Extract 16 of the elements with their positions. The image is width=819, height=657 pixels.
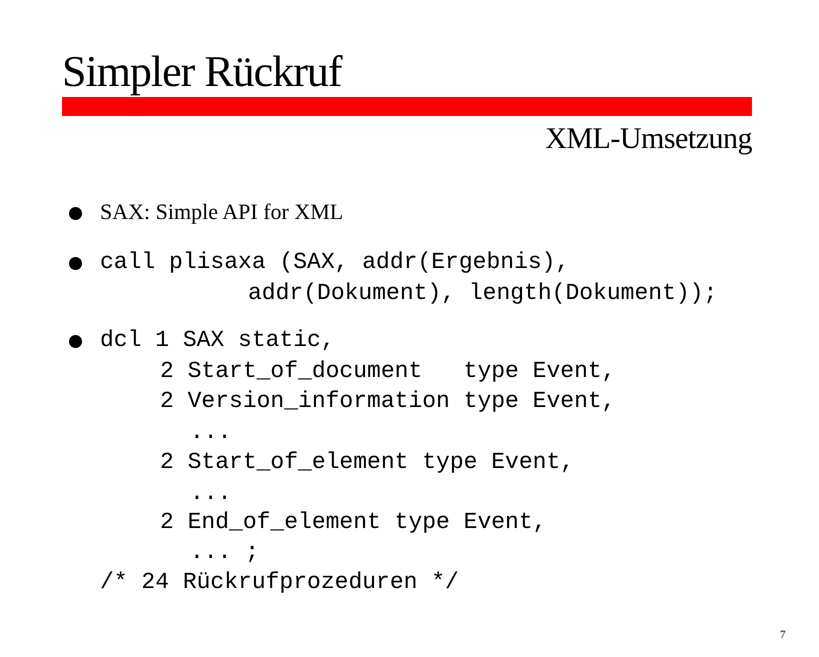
code-line: /* 24 Rückrufprozeduren */ bbox=[100, 571, 459, 594]
subtitle: XML-Umsetzung bbox=[545, 124, 752, 154]
code-line: call plisaxa (SAX, addr(Ergebnis), bbox=[100, 251, 570, 274]
title-bar bbox=[62, 97, 752, 116]
code-line: 2 Version_information type Event, bbox=[160, 390, 616, 413]
code-line: addr(Dokument), length(Dokument)); bbox=[248, 282, 718, 305]
code-line: ... bbox=[190, 482, 232, 505]
slide-title: Simpler Rückruf bbox=[62, 50, 342, 94]
code-line: ... bbox=[190, 421, 232, 444]
code-line: 2 End_of_element type Event, bbox=[160, 511, 546, 534]
code-line: dcl 1 SAX static, bbox=[100, 329, 335, 352]
page-number: 7 bbox=[780, 630, 786, 641]
code-line: 2 Start_of_document type Event, bbox=[160, 360, 616, 383]
bullet-text: SAX: Simple API for XML bbox=[100, 201, 344, 223]
code-line: ... ; bbox=[190, 541, 260, 564]
code-line: 2 Start_of_element type Event, bbox=[160, 451, 574, 474]
